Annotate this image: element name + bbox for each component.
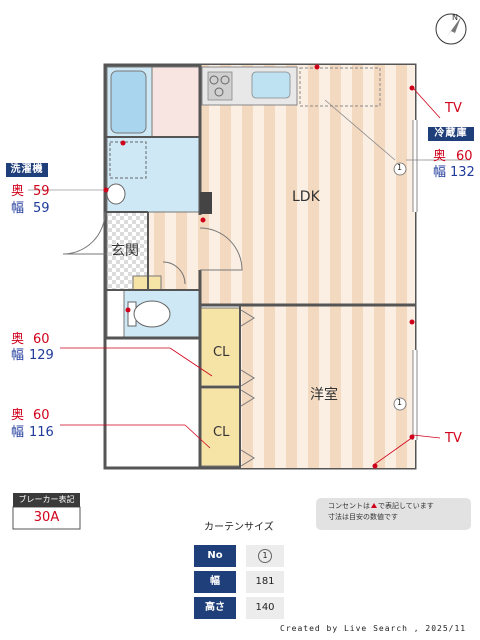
- tv-label-top: TV: [445, 101, 462, 116]
- curtain-value-height: 140: [246, 597, 284, 619]
- fridge-depth-label: 奥: [433, 149, 447, 164]
- outlet-markers: [103, 64, 415, 469]
- note-line2: 寸法は目安の数値です: [328, 513, 398, 521]
- closet-1: [199, 307, 241, 387]
- curtain-value-width: 181: [246, 571, 284, 593]
- tv-label-bottom: TV: [445, 431, 462, 446]
- window-marker-ldk: [393, 162, 407, 176]
- cl2-width-value: 116: [29, 425, 54, 440]
- fridge-width-value: 132: [450, 165, 475, 180]
- fridge-depth-value: 60: [456, 149, 473, 164]
- cl1-depth-label: 奥: [11, 332, 25, 347]
- bath-floor: [151, 66, 201, 138]
- youshitsu-floor: [240, 305, 415, 468]
- curtain-header-height: 高さ: [194, 597, 236, 619]
- washer-width-value: 59: [33, 201, 50, 216]
- room-label-ldk: LDK: [292, 189, 320, 205]
- cl1-width-value: 129: [29, 348, 54, 363]
- washbasin-icon: [106, 183, 126, 205]
- breaker-value: 30A: [33, 510, 60, 525]
- cl2-depth-value: 60: [33, 408, 50, 423]
- legend-note: コンセントはで表記しています 寸法は目安の数値です: [316, 498, 471, 530]
- outlet-icon: [371, 503, 377, 508]
- footer-credit: Created by Live Search , 2025/11: [280, 624, 467, 633]
- curtain-value-no: 1: [246, 545, 284, 567]
- room-label-genkan: 玄関: [111, 243, 139, 259]
- note-line1-suffix: で表記しています: [378, 502, 434, 510]
- room-label-cl2: CL: [213, 425, 230, 440]
- cl2-depth-label: 奥: [11, 408, 25, 423]
- washer-header: 洗濯機: [6, 163, 48, 177]
- compass-icon: [435, 13, 467, 45]
- room-label-youshitsu: 洋室: [310, 387, 338, 403]
- cl1-width-label: 幅: [11, 348, 25, 363]
- curtain-header-no: No: [194, 545, 236, 567]
- fridge-header: 冷蔵庫: [428, 127, 474, 141]
- washer-width-label: 幅: [11, 201, 25, 216]
- cl1-depth-value: 60: [33, 332, 50, 347]
- window-marker-youshitsu-number: 1: [397, 398, 403, 407]
- curtain-header-width: 幅: [194, 571, 236, 593]
- note-line1-prefix: コンセントは: [328, 502, 370, 510]
- fridge-space: [299, 67, 381, 107]
- curtain-title: カーテンサイズ: [204, 522, 274, 533]
- room-label-cl1: CL: [213, 345, 230, 360]
- window-marker-youshitsu: [393, 397, 407, 411]
- washer-depth-label: 奥: [11, 184, 25, 199]
- window-marker-ldk-number: 1: [397, 163, 403, 172]
- washer-space: [109, 141, 147, 179]
- sink-icon: [251, 71, 291, 99]
- compass-label: N: [452, 13, 458, 22]
- breaker-header: ブレーカー表記: [13, 493, 80, 507]
- toilet-icon: [133, 300, 171, 328]
- fridge-width-label: 幅: [433, 165, 447, 180]
- washer-depth-value: 59: [33, 184, 50, 199]
- cl2-width-label: 幅: [11, 425, 25, 440]
- breaker-box: [12, 506, 81, 530]
- curtain-no-circle: 1: [258, 549, 272, 563]
- bathtub-icon: [110, 70, 147, 134]
